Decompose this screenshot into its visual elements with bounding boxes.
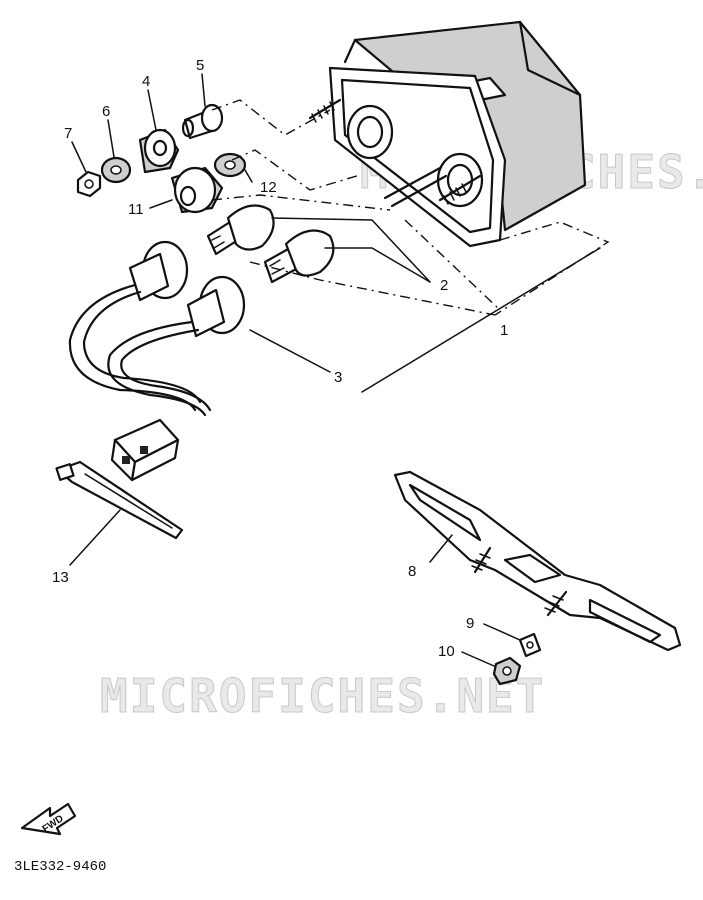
callout-5: 5 xyxy=(196,57,204,74)
callout-12: 12 xyxy=(260,179,277,196)
drawing-code: 3LE332-9460 xyxy=(14,859,106,875)
watermark-bottom: MICROFICHES.NET xyxy=(100,669,545,723)
callout-13: 13 xyxy=(52,569,69,586)
part-4-grommet xyxy=(138,128,180,174)
callout-11: 11 xyxy=(128,201,144,218)
callout-10: 10 xyxy=(438,643,455,660)
part-1-tail-lamp-housing xyxy=(308,20,587,248)
part-3-sockets-harness xyxy=(68,240,246,482)
part-12-washer xyxy=(213,152,247,178)
callout-labels: 1 2 3 4 5 6 7 8 9 10 11 12 13 xyxy=(52,57,508,660)
part-10-nut xyxy=(492,656,522,686)
part-5-collar xyxy=(181,103,224,140)
callout-8: 8 xyxy=(408,563,416,580)
part-13-cable-tie xyxy=(55,460,184,540)
part-11-grommet xyxy=(170,166,224,214)
callout-9: 9 xyxy=(466,615,474,632)
part-6-washer xyxy=(100,156,132,184)
part-8-license-bracket xyxy=(393,470,682,652)
callout-2: 2 xyxy=(440,277,448,294)
callout-6: 6 xyxy=(102,103,110,120)
callout-4: 4 xyxy=(142,73,150,90)
callout-3: 3 xyxy=(334,369,342,386)
assembly-dash-lines xyxy=(211,99,610,316)
callout-1: 1 xyxy=(500,322,508,339)
fwd-arrow-icon: FWD xyxy=(20,802,77,836)
part-2-bulbs xyxy=(206,204,335,284)
callout-7: 7 xyxy=(64,125,72,142)
part-7-nut xyxy=(76,170,102,198)
leader-lines xyxy=(69,73,601,667)
part-9-nut xyxy=(518,632,542,658)
